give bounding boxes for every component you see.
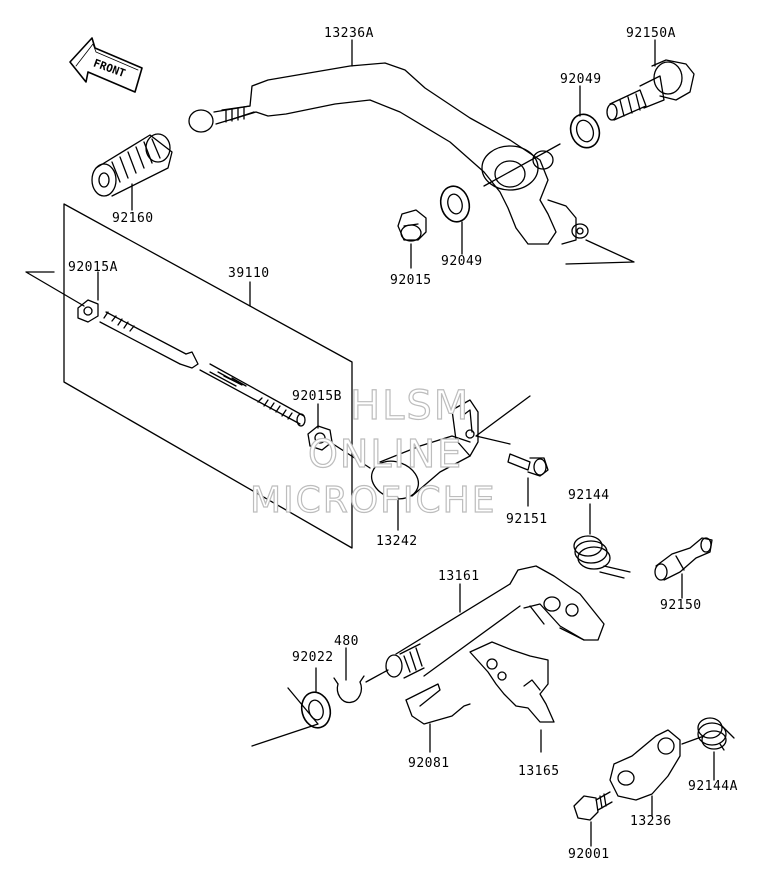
spring-92144 <box>573 535 631 579</box>
bolt-92151 <box>507 453 549 477</box>
part-label-480: 480 <box>334 634 359 649</box>
watermark-line-2: ONLINE <box>307 431 464 476</box>
shaft-reference-lines <box>251 687 319 747</box>
washer-92022 <box>300 691 332 729</box>
shift-lever-13242 <box>370 399 479 500</box>
part-label-92022: 92022 <box>292 650 334 665</box>
pedal-pivot-line <box>483 143 561 187</box>
part-label-13161: 13161 <box>438 569 480 584</box>
rod-assembly-frame <box>63 203 353 549</box>
clip-92081 <box>405 683 471 725</box>
acorn-nut-92015 <box>397 209 427 242</box>
watermark-line-1: HLSM <box>349 382 471 429</box>
front-arrow-icon: FRONT <box>69 37 143 93</box>
part-label-39110: 39110 <box>228 266 270 281</box>
watermark-line-3: MICROFICHE <box>249 479 497 521</box>
part-label-92150a: 92150A <box>626 26 676 41</box>
footpeg-rubber-92160 <box>91 133 173 197</box>
shift-shaft-13161 <box>385 565 605 679</box>
guide-plate-13165 <box>469 641 555 723</box>
spring-92144a <box>697 717 735 751</box>
circlip-480 <box>333 675 365 704</box>
washer-92049-mid <box>439 185 471 223</box>
part-label-13236a: 13236A <box>324 26 374 41</box>
part-label-13242: 13242 <box>376 534 418 549</box>
bolt-92150 <box>654 537 713 581</box>
washer-92049-top <box>569 113 601 149</box>
part-label-92015: 92015 <box>390 273 432 288</box>
nut-to-lever-line <box>329 441 371 469</box>
part-label-92081: 92081 <box>408 756 450 771</box>
shift-rod-39110 <box>99 311 306 427</box>
part-label-92144: 92144 <box>568 488 610 503</box>
part-label-92049-mid: 92049 <box>441 254 483 269</box>
brake-pedal-13236a <box>188 62 589 245</box>
part-label-13165: 13165 <box>518 764 560 779</box>
part-label-92150: 92150 <box>660 598 702 613</box>
rod-reference-lines <box>25 271 85 307</box>
nut-92015a <box>77 299 99 323</box>
pedal-reference-lines <box>565 239 635 265</box>
clip-to-shaft-line <box>365 669 389 683</box>
part-label-13236: 13236 <box>630 814 672 829</box>
pivot-bolt-92150a <box>606 59 695 121</box>
part-label-92144a: 92144A <box>688 779 738 794</box>
part-label-92160: 92160 <box>112 211 154 226</box>
arm-13236 <box>609 729 705 801</box>
part-label-92049-top: 92049 <box>560 72 602 87</box>
lever-reference-lines <box>475 395 531 445</box>
part-label-92001: 92001 <box>568 847 610 862</box>
part-label-92015b: 92015B <box>292 389 342 404</box>
part-label-92151: 92151 <box>506 512 548 527</box>
bolt-92001 <box>573 791 613 821</box>
part-label-92015a: 92015A <box>68 260 118 275</box>
